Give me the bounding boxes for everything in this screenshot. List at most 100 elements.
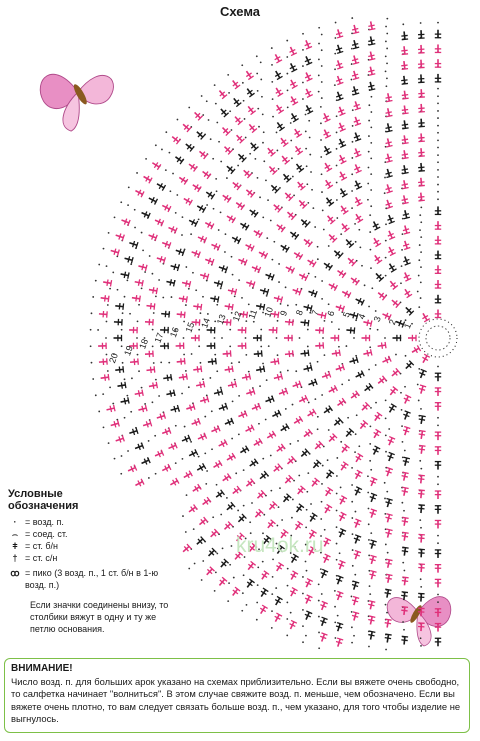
stitch-mark — [129, 326, 138, 334]
stitch-mark — [110, 420, 120, 428]
chain-dot — [420, 407, 422, 410]
chain-dot — [384, 55, 387, 58]
stitch-mark — [384, 618, 392, 628]
stitch-mark — [401, 105, 409, 115]
chain-dot — [351, 125, 354, 127]
chain-dot — [420, 644, 422, 647]
stitch-mark — [305, 104, 314, 115]
chain-dot — [116, 255, 119, 258]
chain-dot — [217, 229, 220, 231]
stitch-mark — [401, 60, 409, 71]
chain-dot — [402, 561, 405, 564]
chain-dot — [351, 157, 354, 159]
stitch-mark — [403, 272, 412, 282]
chain-dot — [361, 264, 363, 267]
stitch-mark — [311, 477, 320, 487]
chain-dot — [420, 526, 422, 529]
stitch-mark — [163, 374, 173, 382]
stitch-mark — [202, 496, 212, 506]
chain-dot — [174, 424, 177, 427]
stitch-mark — [320, 600, 328, 611]
stitch-mark — [280, 137, 289, 147]
stitch-mark — [146, 302, 156, 310]
row-number: 8 — [294, 309, 305, 317]
chain-dot — [123, 378, 126, 381]
stitch-mark — [308, 529, 317, 539]
stitch-mark — [138, 263, 148, 272]
stitch-mark — [434, 221, 442, 230]
chain-dot — [188, 567, 191, 570]
chain-dot — [351, 533, 354, 536]
chain-dot — [322, 228, 325, 231]
stitch-mark — [253, 334, 262, 342]
stitch-mark — [199, 272, 210, 281]
chain-dot — [188, 106, 191, 109]
stitch-mark — [211, 425, 221, 433]
stitch-mark — [391, 367, 401, 377]
chain-dot — [319, 568, 322, 570]
row-number: 14 — [199, 317, 212, 330]
stitch-mark — [224, 417, 235, 426]
chain-dot — [181, 234, 183, 236]
chain-dot — [227, 73, 230, 76]
stitch-mark — [261, 570, 270, 580]
stitch-mark — [303, 304, 313, 312]
chain-dot — [286, 72, 289, 75]
stitch-mark — [134, 279, 144, 287]
stitch-mark — [115, 435, 125, 443]
chain-dot — [258, 548, 260, 551]
stitch-mark — [335, 621, 344, 632]
chain-dot — [242, 504, 245, 507]
slip-stitch-icon: ⌢ — [12, 529, 18, 539]
stitch-mark — [220, 108, 230, 118]
chain-dot — [271, 610, 273, 613]
stitch-mark — [355, 370, 365, 379]
chain-dot — [215, 177, 218, 180]
chain-dot — [370, 126, 373, 129]
stitch-mark — [210, 528, 220, 538]
chain-dot — [174, 462, 177, 465]
chain-dot — [154, 144, 157, 147]
chain-dot — [367, 475, 369, 478]
stitch-mark — [323, 262, 333, 271]
stitch-mark — [320, 568, 329, 579]
chain-dot — [106, 370, 109, 372]
chain-dot — [370, 267, 372, 270]
stitch-mark — [401, 576, 409, 586]
stitch-mark — [246, 578, 255, 588]
stitch-mark — [354, 469, 363, 480]
stitch-mark — [315, 327, 325, 334]
chain-dot — [98, 410, 101, 413]
chain-dot — [176, 194, 179, 196]
chain-dot — [154, 295, 157, 298]
chain-dot — [384, 145, 387, 148]
stitch-mark — [402, 225, 411, 235]
chain-dot — [247, 370, 250, 373]
chain-dot — [256, 601, 259, 604]
chain-dot — [198, 345, 201, 348]
chain-dot — [241, 592, 244, 595]
chain-dot — [314, 226, 317, 228]
chain-dot — [261, 560, 264, 563]
chain-dot — [105, 353, 108, 356]
chain-dot — [350, 47, 353, 50]
chain-dot — [120, 345, 123, 348]
stitch-mark — [206, 566, 215, 576]
chain-dot — [138, 370, 140, 373]
stitch-mark — [232, 181, 242, 191]
chain-dot — [102, 426, 105, 429]
stitch-mark — [270, 184, 280, 194]
chain-dot — [235, 472, 238, 475]
stitch-mark — [218, 439, 228, 448]
single-crochet-icon: ǂ — [12, 541, 18, 551]
stitch-mark — [434, 73, 442, 83]
chain-dot — [386, 611, 388, 614]
chain-dot — [293, 194, 295, 197]
chain-dot — [147, 440, 150, 442]
chain-dot — [335, 492, 338, 495]
chain-dot — [92, 378, 95, 380]
stitch-mark — [178, 373, 188, 381]
stitch-mark — [385, 466, 394, 477]
legend-item-double-crochet: † = ст. с/н — [8, 552, 178, 564]
stitch-mark — [183, 470, 193, 479]
